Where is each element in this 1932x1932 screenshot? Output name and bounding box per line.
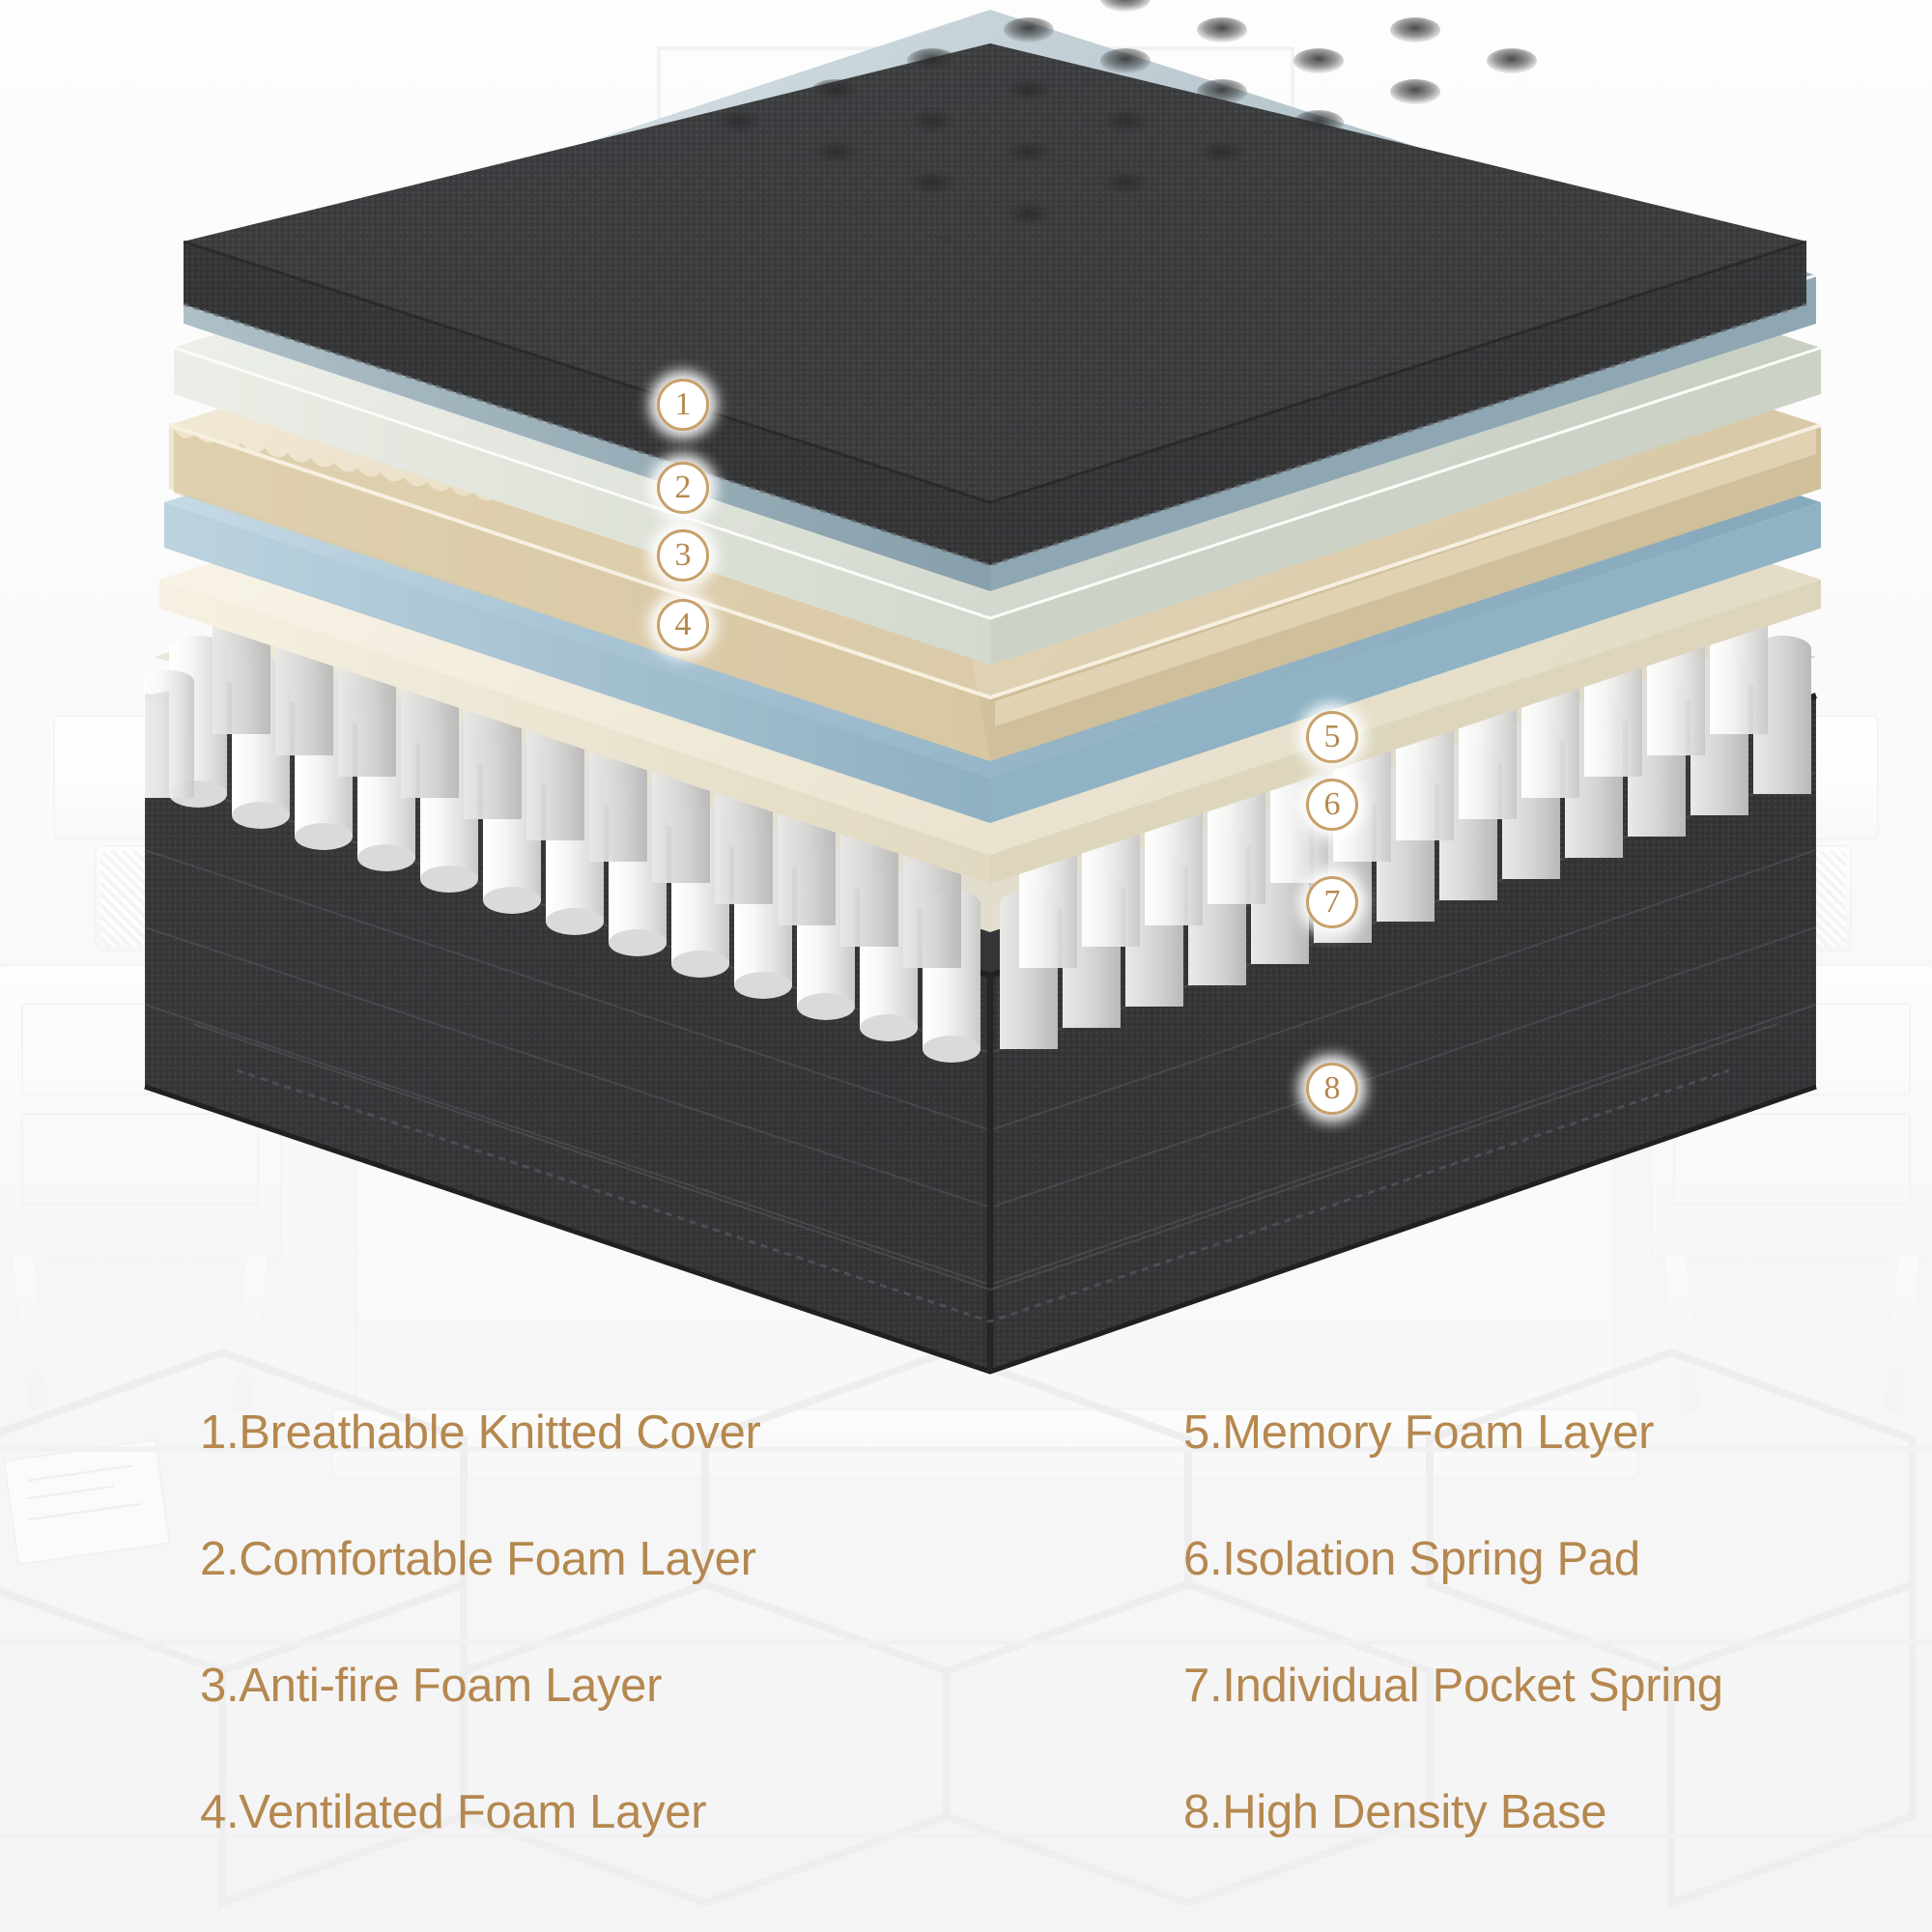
legend: 1.Breathable Knitted Cover 2.Comfortable… — [0, 1406, 1932, 1932]
legend-item-4: 4.Ventilated Foam Layer — [200, 1786, 707, 1838]
layer-badge-6[interactable]: 6 — [1306, 779, 1358, 831]
mattress-stack-svg — [144, 0, 1822, 1375]
legend-item-2: 2.Comfortable Foam Layer — [200, 1533, 756, 1585]
legend-item-3: 3.Anti-fire Foam Layer — [200, 1660, 663, 1712]
mattress-stack: 1 2 3 4 5 6 7 8 — [144, 0, 1822, 1375]
layer-badge-4[interactable]: 4 — [657, 599, 709, 651]
legend-item-1: 1.Breathable Knitted Cover — [200, 1406, 761, 1459]
table-lamp-left-base — [95, 845, 155, 952]
legend-item-5: 5.Memory Foam Layer — [1183, 1406, 1655, 1459]
layer-badge-1[interactable]: 1 — [657, 379, 709, 431]
layer-badge-2[interactable]: 2 — [657, 462, 709, 514]
base-bottom-stitching — [192, 1023, 1778, 1323]
layer-badge-5[interactable]: 5 — [1306, 711, 1358, 763]
legend-item-7: 7.Individual Pocket Spring — [1183, 1660, 1723, 1712]
bed-base-skirt — [333, 1410, 1637, 1478]
rug-pattern — [0, 1348, 1932, 1909]
legend-item-6: 6.Isolation Spring Pad — [1183, 1533, 1640, 1585]
nightstand-left-drawer-bottom — [21, 1113, 259, 1206]
legend-item-8: 8.High Density Base — [1183, 1786, 1607, 1838]
nightstand-right-drawer-bottom — [1673, 1113, 1911, 1206]
layer-badge-3[interactable]: 3 — [657, 529, 709, 582]
layer-1-breathable-knitted-cover — [183, 0, 1807, 567]
layer-badge-7[interactable]: 7 — [1306, 876, 1358, 928]
layer-badge-8[interactable]: 8 — [1306, 1063, 1358, 1115]
